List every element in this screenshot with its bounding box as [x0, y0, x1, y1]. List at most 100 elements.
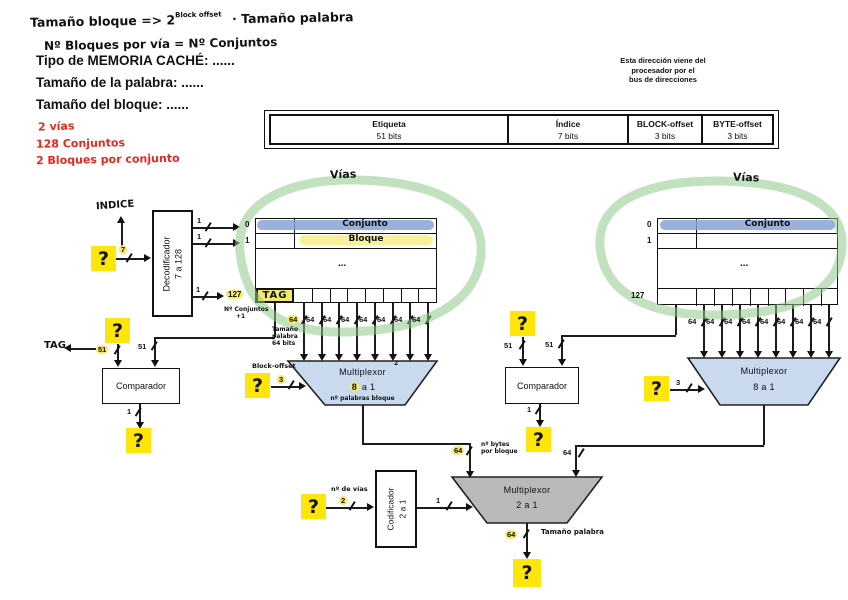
arrowhead: [754, 351, 762, 358]
left-row1-label: 1: [245, 236, 250, 245]
row-divider: [256, 248, 436, 250]
bus-width-64: 64: [306, 315, 315, 324]
question-box-left-hit: ?: [126, 428, 151, 453]
tamano-palabra-note-2: palabra: [272, 333, 298, 340]
nvias-note: nº de vías: [331, 485, 368, 493]
formula-prefix: Tamaño bloque => 2: [29, 12, 176, 30]
cell-divider: [696, 288, 698, 306]
tag-wire: [154, 337, 156, 361]
right-vias-label: Vías: [732, 170, 760, 185]
right-row127-label: 127: [631, 291, 645, 300]
bus-width-3: 3: [676, 378, 681, 387]
arrowhead: [700, 351, 708, 358]
decoder-box: Decodificador 7 a 128: [152, 210, 193, 317]
tag-wire: [155, 337, 275, 339]
address-origin-line2: procesador por el: [631, 65, 695, 75]
tag-wire: [561, 335, 563, 360]
answer-bloques-por-conjunto: 2 Bloques por conjunto: [35, 151, 180, 168]
tamano-palabra-output-note: Tamaño palabra: [541, 528, 604, 536]
data-wire: [828, 305, 830, 351]
left-comparator-label: Comparador: [115, 381, 167, 391]
bus-width-64: 64: [452, 446, 465, 455]
field-block-offset-bits: 3 bits: [654, 130, 676, 141]
bus-width-64: 64: [323, 315, 332, 324]
arrowhead: [217, 292, 224, 300]
arrowhead: [736, 351, 744, 358]
label-word-size: Tamaño de la palabra: ......: [36, 75, 204, 90]
decoder-out-row127: [193, 296, 221, 298]
bus-width-64: 64: [394, 315, 403, 324]
bus-width-1: 1: [197, 232, 202, 241]
bus-width-1: 1: [196, 285, 201, 294]
bus-width-1: 1: [127, 407, 132, 416]
conjunto-blue-highlight: [257, 220, 434, 230]
bus-width-51: 51: [545, 340, 554, 349]
label-cache-type: Tipo de MEMORIA CACHÉ: ......: [36, 53, 235, 68]
field-byte-offset: BYTE-offset 3 bits: [703, 116, 772, 143]
arrowhead: [389, 354, 397, 361]
bus-width-64: 64: [688, 317, 697, 326]
data-wire: [775, 305, 777, 351]
question-box-index-bits: ?: [91, 246, 116, 271]
bus-width-1: 1: [197, 216, 202, 225]
arrowhead: [144, 254, 151, 262]
arrowhead: [698, 385, 705, 393]
encoder-output-wire: [417, 507, 469, 509]
address-origin-line3: bus de direcciones: [629, 75, 697, 84]
bus-width-51: 51: [96, 345, 109, 354]
bus-width-1: 1: [436, 496, 441, 505]
tag-wire: [675, 305, 677, 335]
mux-output-wire: [575, 445, 577, 472]
row-divider: [256, 288, 436, 290]
bus-width-64: 64: [760, 317, 769, 326]
nconjuntos-note: Nº Conjuntos: [224, 306, 269, 313]
tag-cell-label: TAG: [262, 290, 288, 301]
mux2-shape: [450, 476, 604, 524]
answer-vias: 2 vías: [37, 119, 75, 134]
arrowhead: [466, 503, 473, 511]
bus-width-64: 64: [563, 448, 572, 457]
label-block-size: Tamaño del bloque: ......: [36, 97, 189, 112]
address-table: Etiqueta 51 bits Índice 7 bits BLOCK-off…: [269, 114, 774, 145]
right-row1-label: 1: [647, 236, 652, 245]
cell-divider: [312, 288, 314, 303]
arrowhead: [371, 354, 379, 361]
question-box-left-tag-input: ?: [105, 318, 130, 343]
arrowhead: [299, 382, 306, 390]
left-vias-label: Vías: [329, 167, 357, 182]
data-wire: [427, 303, 429, 356]
row-divider: [256, 233, 436, 235]
bus-width-64: 64: [795, 317, 804, 326]
row-divider: [658, 233, 837, 235]
data-wire: [703, 305, 705, 351]
field-indice-name: Índice: [555, 118, 581, 129]
conjunto-blue-highlight: [660, 220, 835, 230]
cell-divider: [347, 288, 349, 303]
indice-pointer-line: [121, 222, 123, 248]
bus-width-3: 3: [277, 375, 286, 384]
arrowhead: [572, 470, 580, 477]
cell-divider: [714, 288, 716, 306]
arrowhead: [300, 354, 308, 361]
cell-divider: [418, 288, 420, 303]
field-etiqueta-bits: 51 bits: [376, 130, 402, 141]
data-wire: [409, 303, 411, 356]
wire-index-to-decoder: [116, 258, 146, 260]
mux-output-wire: [469, 443, 471, 473]
left-mux8-size-rest: a 1: [359, 382, 376, 392]
arrowhead: [114, 360, 122, 367]
bus-width-64: 64: [706, 317, 715, 326]
tamano-palabra-note-3: 64 bits: [272, 340, 296, 347]
right-comparator-label: Comparador: [516, 380, 568, 391]
arrowhead: [807, 351, 815, 358]
bus-width-2: 2: [339, 496, 348, 505]
right-mux8-shape: [686, 357, 842, 406]
encoder-box: Codificador 2 a 1: [375, 470, 417, 548]
field-indice-bits: 7 bits: [557, 130, 579, 141]
arrowhead-up: [117, 216, 125, 223]
question-box-right-tag-input: ?: [510, 311, 535, 336]
left-row0-label: 0: [245, 220, 250, 229]
